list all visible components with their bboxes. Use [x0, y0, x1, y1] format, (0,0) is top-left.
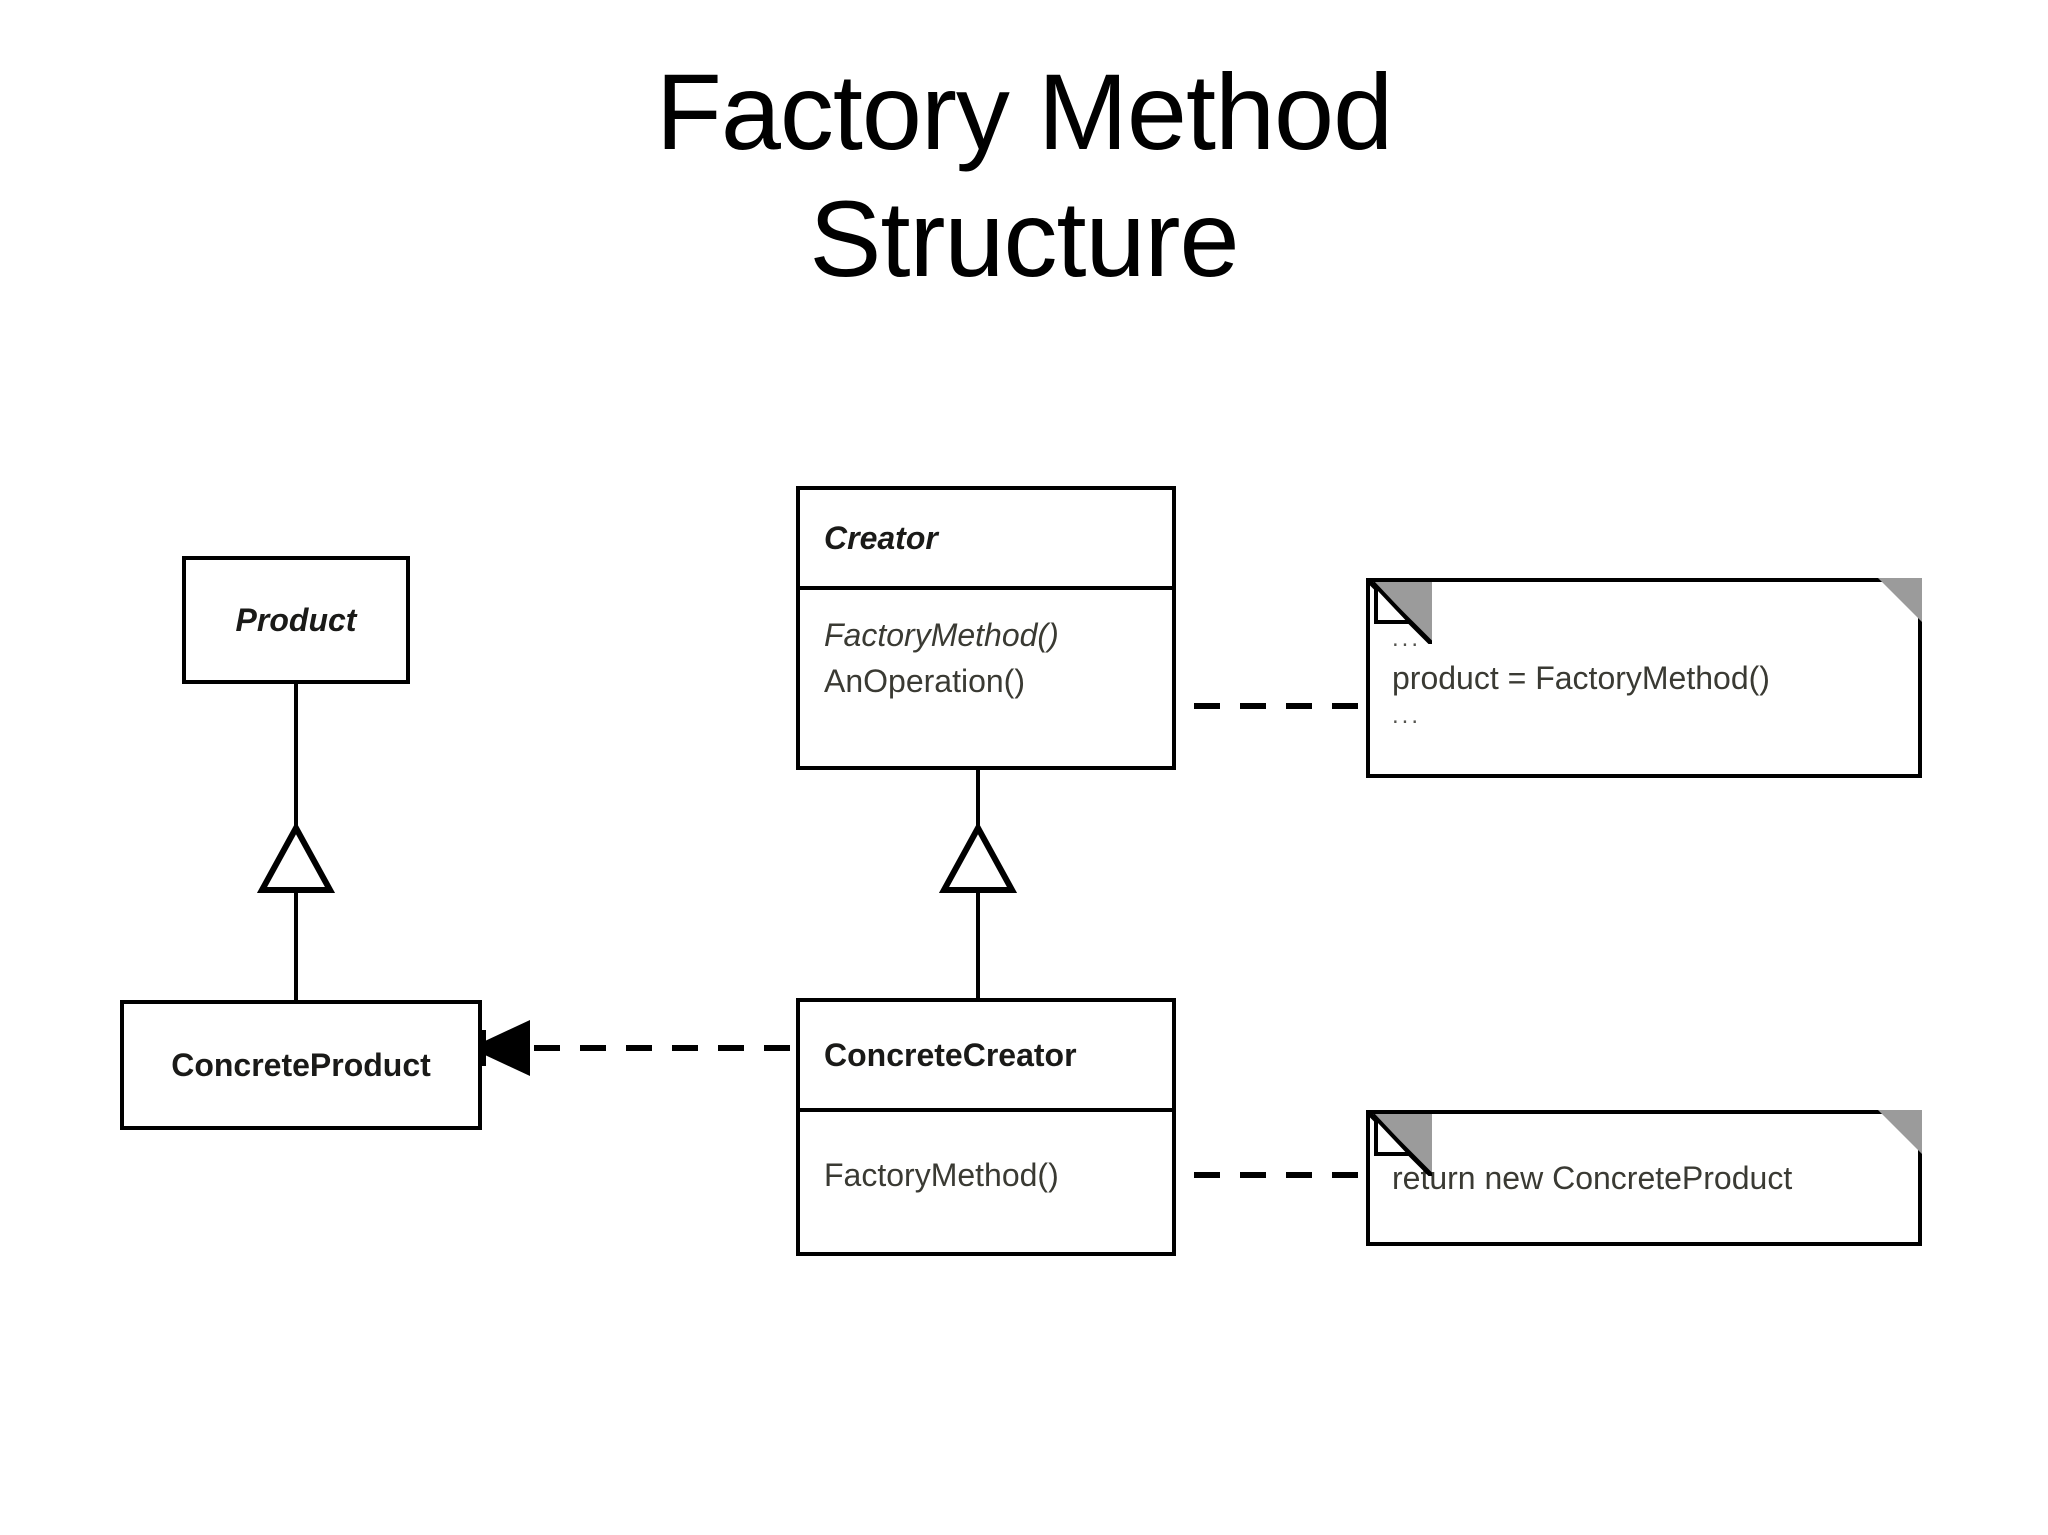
note-line-ellipsis-bottom: ...: [1392, 702, 1422, 729]
class-name-compartment-product: Product: [186, 560, 406, 680]
class-name-compartment-concrete-product: ConcreteProduct: [124, 1004, 478, 1126]
class-name-concrete-product: ConcreteProduct: [171, 1046, 431, 1083]
note-fold-icon: [1878, 578, 1922, 622]
note-anoperation[interactable]: ... product = FactoryMethod() ...: [1366, 578, 1922, 778]
class-member-factory-method: FactoryMethod(): [824, 617, 1059, 653]
class-box-concrete-creator[interactable]: ConcreteCreator FactoryMethod(): [796, 998, 1176, 1256]
note-fold-icon-2: [1878, 1110, 1922, 1154]
generalization-creator: [938, 770, 1018, 998]
class-box-concrete-product[interactable]: ConcreteProduct: [120, 1000, 482, 1130]
class-member-concrete-factory-method: FactoryMethod(): [824, 1157, 1059, 1193]
class-name-concrete-creator: ConcreteCreator: [824, 1036, 1077, 1073]
class-members-compartment-concrete-creator: FactoryMethod(): [800, 1112, 1172, 1256]
page-title: Factory Method Structure: [655, 51, 1393, 300]
class-name-compartment-concrete-creator: ConcreteCreator: [800, 1002, 1172, 1112]
class-name-creator: Creator: [824, 519, 938, 556]
class-members-compartment-creator: FactoryMethod() AnOperation(): [800, 590, 1172, 770]
class-box-creator[interactable]: Creator FactoryMethod() AnOperation(): [796, 486, 1176, 770]
dependency-creates: [470, 1020, 790, 1076]
note-factorymethod[interactable]: return new ConcreteProduct: [1366, 1110, 1922, 1246]
class-name-compartment-creator: Creator: [800, 490, 1172, 590]
class-name-product: Product: [235, 601, 357, 638]
note-line-ellipsis-top: ...: [1392, 625, 1422, 653]
note-line-return-statement: return new ConcreteProduct: [1392, 1160, 1793, 1196]
generalization-product: [256, 684, 336, 1002]
class-box-product[interactable]: Product: [182, 556, 410, 684]
note-line-body: product = FactoryMethod(): [1392, 660, 1770, 696]
class-member-an-operation: AnOperation(): [824, 663, 1025, 700]
